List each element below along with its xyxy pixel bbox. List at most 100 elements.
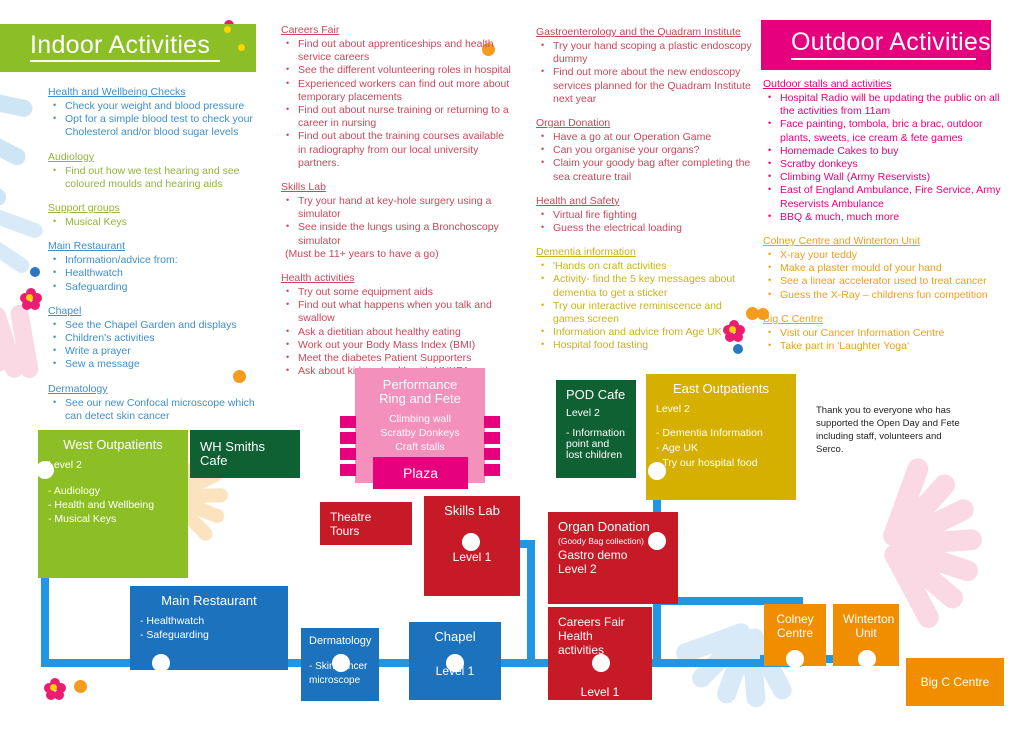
text-section: Health and Wellbeing ChecksCheck your we… — [48, 86, 273, 140]
list-item: Ask a dietitian about healthy eating — [281, 325, 511, 339]
text-section: Health and SafetyVirtual fire fightingGu… — [536, 195, 756, 235]
list-item: Hospital Radio will be updating the publ… — [763, 91, 1013, 118]
sun-icon-bottomleft — [74, 680, 87, 693]
section-list: 'Hands on craft activitiesActivity- find… — [536, 259, 756, 352]
list-item: Face painting, tombola, bric a brac, out… — [763, 117, 1013, 144]
map-node-pod-cafe[interactable]: POD Cafe Level 2 - Information point and… — [556, 380, 636, 478]
map-node-title: Chapel — [434, 629, 476, 644]
section-list: Virtual fire fightingGuess the electrica… — [536, 208, 756, 235]
map-node-line: Climbing wall — [389, 413, 451, 425]
list-item: X-ray your teddy — [763, 248, 1013, 262]
map-node-level: Level 2 — [48, 459, 82, 471]
list-item: Make a plaster mould of your hand — [763, 261, 1013, 275]
flower-icon-bottomleft — [44, 678, 66, 700]
map-node-level: Level 2 — [566, 407, 600, 419]
map-node-title: Big C Centre — [920, 675, 990, 689]
map-stop-colney-centre[interactable] — [786, 650, 804, 668]
section-list: Musical Keys — [48, 215, 273, 229]
route-line-v-skills — [527, 540, 535, 665]
map-node-careers-fair[interactable]: Careers Fair Health activities Level 1 — [548, 607, 652, 700]
section-heading: Big C Centre — [763, 312, 824, 325]
map-stop-dermatology[interactable] — [332, 654, 350, 672]
list-item: Try our interactive reminiscence and gam… — [536, 299, 756, 326]
list-note: (Must be 11+ years to have a go) — [285, 247, 439, 260]
map-node-title: West Outpatients — [63, 437, 163, 452]
map-stop-west-outpatients[interactable] — [36, 461, 54, 479]
map-seating-right — [484, 416, 500, 476]
map-node-level: Level 2 — [558, 562, 597, 576]
map-stop-winterton-unit[interactable] — [858, 650, 876, 668]
section-heading: Audiology — [48, 150, 95, 163]
section-heading: Colney Centre and Winterton Unit — [763, 235, 920, 248]
map-node-wh-smiths-cafe[interactable]: WH Smiths Cafe — [190, 430, 300, 478]
map-stop-careers-fair[interactable] — [592, 654, 610, 672]
list-item: See a linear accelerator used to treat c… — [763, 274, 1013, 288]
section-heading: Organ Donation — [536, 117, 611, 130]
list-item: Find out about apprenticeships and healt… — [281, 37, 511, 64]
list-item: East of England Ambulance, Fire Service,… — [763, 183, 1013, 210]
text-section: Skills LabTry your hand at key-hole surg… — [281, 181, 511, 261]
list-item: Guess the electrical loading — [536, 221, 756, 235]
list-item: Work out your Body Mass Index (BMI) — [281, 338, 511, 352]
map-node-line: - Information — [566, 427, 625, 439]
map-node-line: - Age UK — [656, 442, 699, 454]
map-node-title: POD Cafe — [566, 387, 626, 402]
list-item: 'Hands on craft activities — [536, 259, 756, 273]
map-node-line: - Audiology — [48, 485, 100, 497]
indoor-activities-title: Indoor Activities — [30, 30, 211, 59]
map-node-level: Level 1 — [452, 550, 492, 564]
flower-icon-left-mid — [20, 288, 42, 310]
map-node-title: East Outpatients — [672, 381, 770, 396]
list-item: Safeguarding — [48, 280, 273, 294]
map-node-east-outpatients[interactable]: East Outpatients Level 2 - Dementia Info… — [646, 374, 796, 500]
map-stop-organ-donation[interactable] — [648, 532, 666, 550]
map-node-theatre-tours[interactable]: Theatre Tours — [320, 502, 412, 545]
map-stop-skills-lab[interactable] — [462, 533, 480, 551]
map-node-organ-donation[interactable]: Organ Donation (Goody Bag collection) Ga… — [548, 512, 678, 604]
list-item: Healthwatch — [48, 266, 273, 280]
list-item: Opt for a simple blood test to check you… — [48, 112, 273, 139]
section-list: See our new Confocal microscope which ca… — [48, 396, 273, 423]
map-node-colney-centre[interactable]: Colney Centre — [764, 604, 826, 666]
map-node-west-outpatients[interactable]: West Outpatients Level 2 - Audiology - H… — [38, 430, 188, 578]
list-item: Check your weight and blood pressure — [48, 99, 273, 113]
map-node-big-c-centre[interactable]: Big C Centre — [906, 658, 1004, 706]
thank-you-note: Thank you to everyone who has supported … — [816, 405, 960, 455]
map-node-line: - Try our hospital food — [656, 457, 758, 469]
section-list: Have a go at our Operation GameCan you o… — [536, 130, 756, 184]
sun-icon-colney — [757, 308, 769, 320]
text-section: ChapelSee the Chapel Garden and displays… — [48, 305, 273, 372]
section-list: X-ray your teddyMake a plaster mould of … — [763, 248, 1013, 302]
list-item: Activity- find the 5 key messages about … — [536, 272, 756, 299]
section-heading: Skills Lab — [281, 181, 326, 194]
section-heading: Dementia information — [536, 246, 636, 259]
list-item: Have a go at our Operation Game — [536, 130, 756, 144]
map-stop-east-outpatients[interactable] — [648, 462, 666, 480]
map-stop-main-restaurant[interactable] — [152, 654, 170, 672]
section-heading: Outdoor stalls and activities — [763, 78, 892, 90]
map-node-line: Health activities — [558, 629, 605, 657]
text-section: Big C CentreVisit our Cancer Information… — [763, 313, 1013, 353]
list-item: Find out about the training courses avai… — [281, 129, 511, 170]
text-section: Support groupsMusical Keys — [48, 202, 273, 229]
list-item: Write a prayer — [48, 344, 273, 358]
map-node-title: Skills Lab — [444, 503, 500, 518]
route-line-h-east — [653, 597, 803, 605]
section-list: Find out how we test hearing and see col… — [48, 164, 273, 191]
map-stop-chapel[interactable] — [446, 654, 464, 672]
map-node-title: Main Restaurant — [161, 593, 257, 608]
list-item: Scratby donkeys — [763, 157, 1013, 171]
outdoor-text-column: Outdoor stalls and activitiesHospital Ra… — [763, 78, 1013, 364]
map-node-plaza[interactable]: Plaza — [373, 457, 468, 489]
list-item: Find out what happens when you talk and … — [281, 298, 511, 325]
map-node-subtitle: (Goody Bag collection) — [558, 536, 644, 546]
text-section: Colney Centre and Winterton UnitX-ray yo… — [763, 235, 1013, 302]
map-node-title: Colney Centre — [776, 612, 814, 640]
map-node-line: Craft stalls — [395, 441, 445, 453]
section-list: See the Chapel Garden and displaysChildr… — [48, 318, 273, 372]
list-item: Try your hand scoping a plastic endoscop… — [536, 39, 756, 66]
list-item: See the Chapel Garden and displays — [48, 318, 273, 332]
map-node-level: Level 2 — [656, 403, 690, 415]
section-list: Try out some equipment aidsFind out what… — [281, 285, 511, 378]
